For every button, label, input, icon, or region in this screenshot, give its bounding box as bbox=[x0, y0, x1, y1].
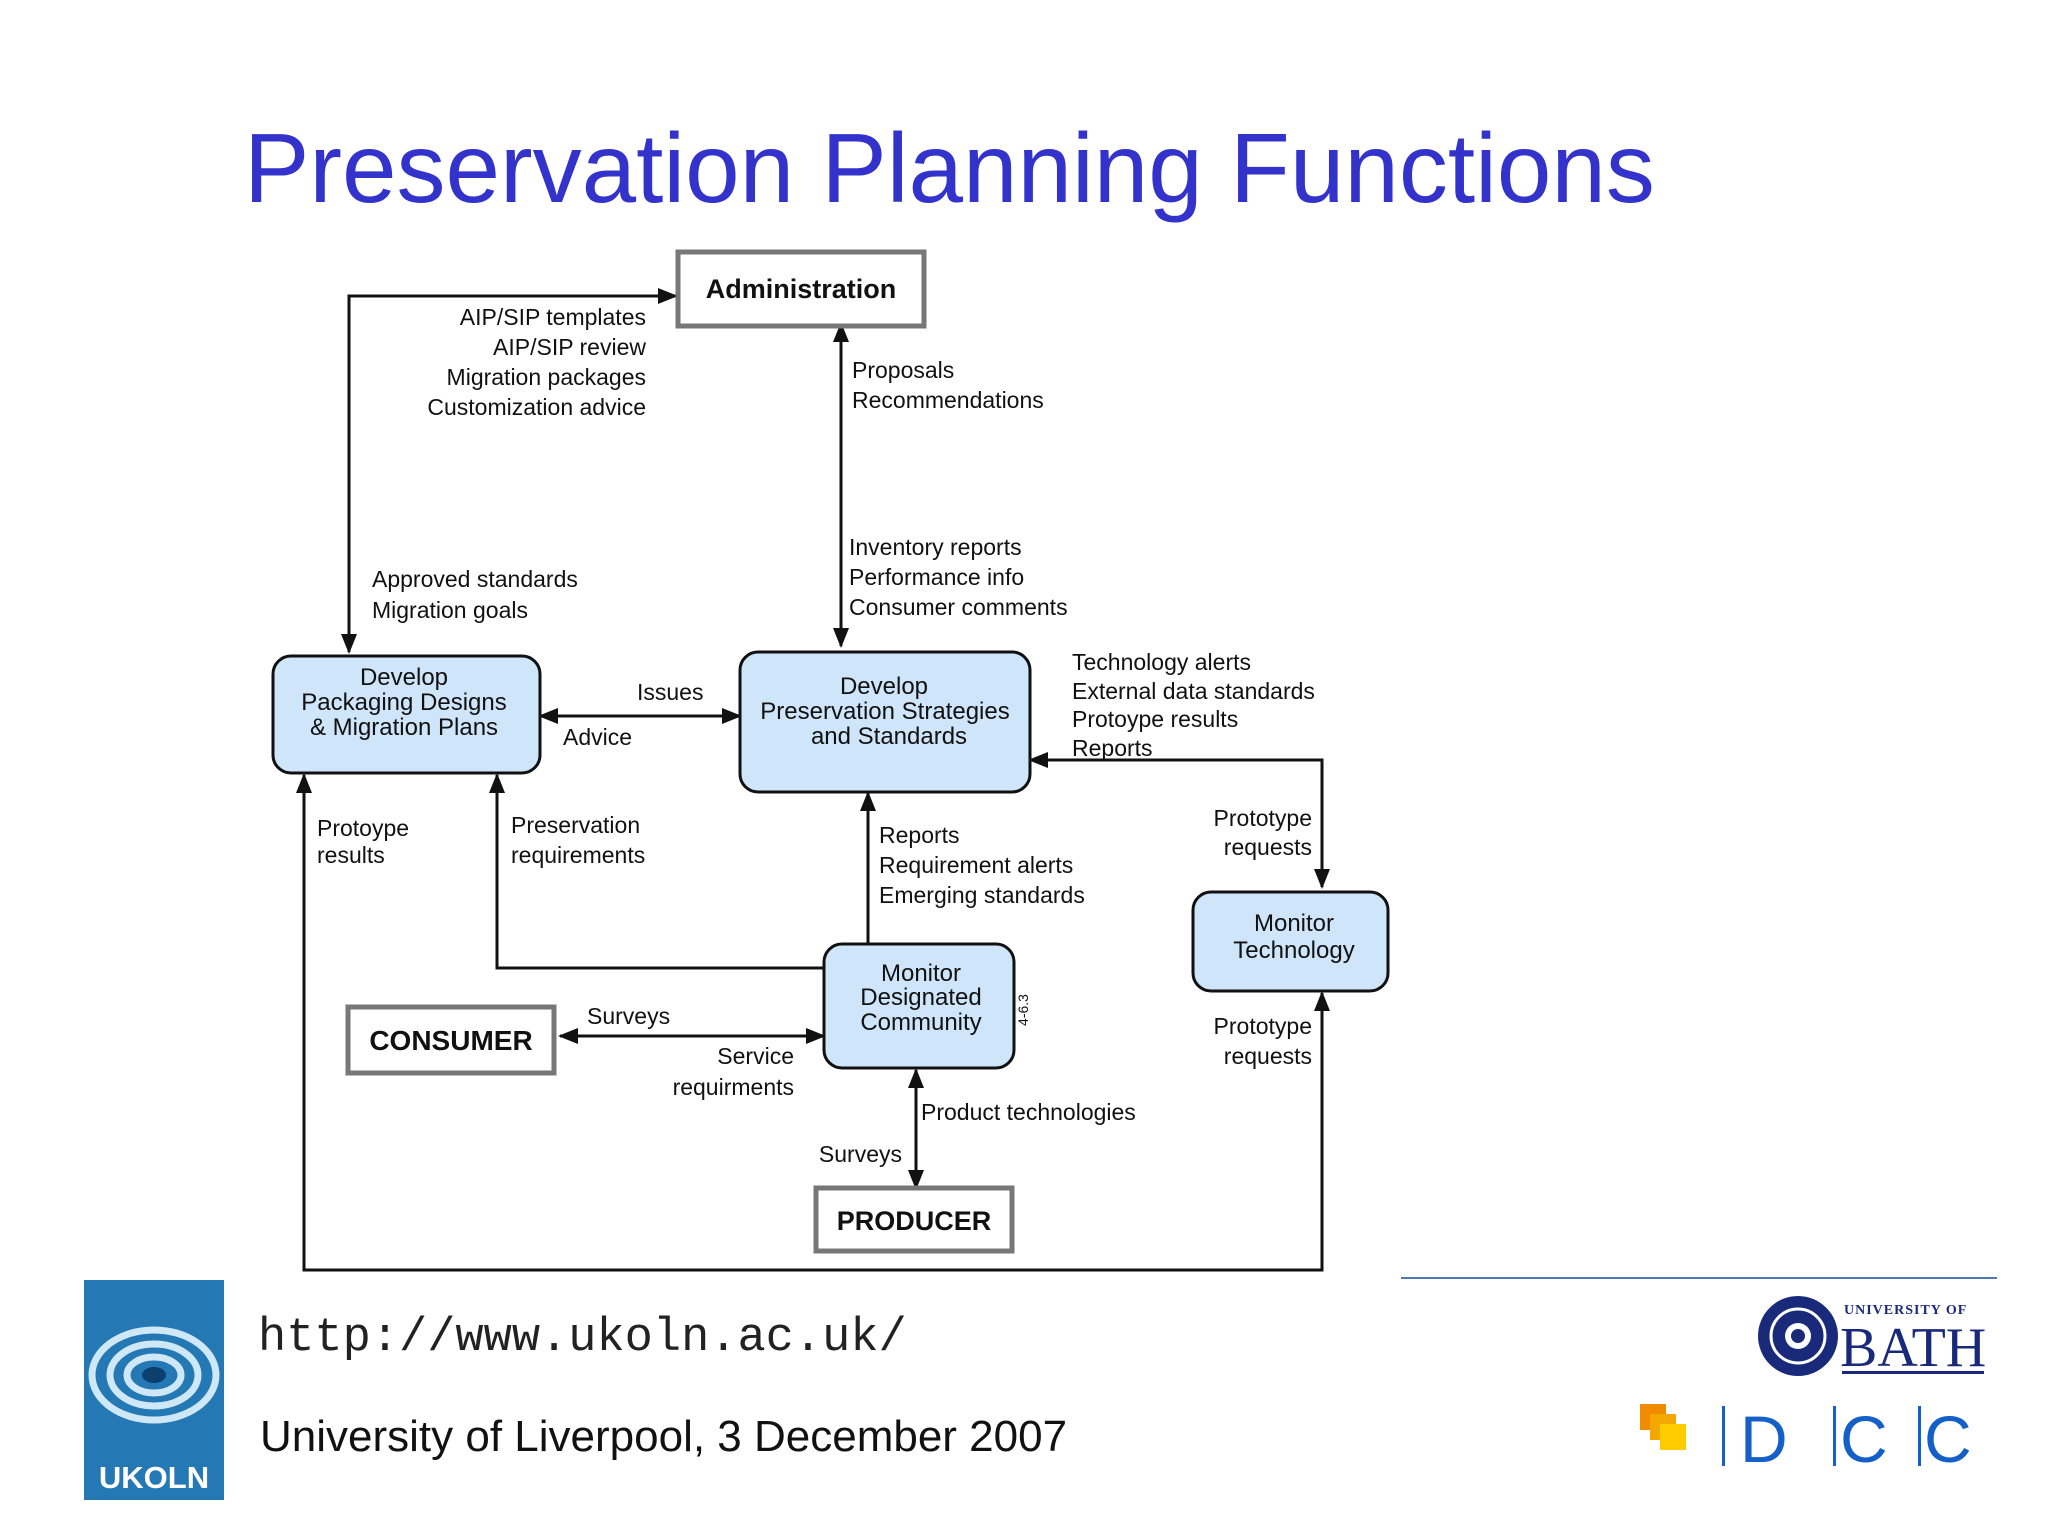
box-administration-label: Administration bbox=[706, 274, 897, 304]
label-preservation-req: Preservation requirements bbox=[511, 812, 645, 868]
label-reports: Reports Requirement alerts Emerging stan… bbox=[879, 822, 1085, 908]
label-customization-advice: Customization advice bbox=[427, 394, 646, 420]
footer-event: University of Liverpool, 3 December 2007 bbox=[260, 1412, 1068, 1461]
box-producer-label: PRODUCER bbox=[837, 1206, 992, 1236]
label-prototype-requests-bottom-line1: Prototype bbox=[1214, 1013, 1312, 1039]
label-surveys-consumer: Surveys bbox=[587, 1003, 670, 1029]
label-prototype-requests-top-line2: requests bbox=[1224, 834, 1312, 860]
label-tech-alerts: Technology alerts External data standard… bbox=[1072, 649, 1315, 761]
dcc-letter-c1: C bbox=[1840, 1402, 1888, 1474]
label-performance-info: Performance info bbox=[849, 564, 1024, 590]
label-prototype-requests-bottom-line2: requests bbox=[1224, 1043, 1312, 1069]
label-product-technologies: Product technologies bbox=[921, 1099, 1136, 1125]
label-surveys-producer: Surveys bbox=[819, 1141, 902, 1167]
box-strategies: Develop Preservation Strategies and Stan… bbox=[738, 650, 1032, 794]
label-requirement-alerts: Requirement alerts bbox=[879, 852, 1073, 878]
label-protoype-results-tech: Protoype results bbox=[1072, 706, 1238, 732]
box-packaging: Develop Packaging Designs & Migration Pl… bbox=[271, 654, 542, 775]
footer-url: http://www.ukoln.ac.uk/ bbox=[258, 1312, 907, 1365]
label-issues: Issues bbox=[637, 679, 703, 705]
label-inventory: Inventory reports Performance info Consu… bbox=[849, 534, 1068, 620]
box-packaging-line1: Develop bbox=[360, 664, 448, 691]
label-aip-sip-review: AIP/SIP review bbox=[493, 334, 646, 360]
label-approved-standards: Approved standards bbox=[372, 566, 578, 592]
label-prototype-requests-bottom: Prototype requests bbox=[1214, 1013, 1312, 1069]
box-consumer-label: CONSUMER bbox=[369, 1025, 532, 1056]
box-monitor-technology-line2: Technology bbox=[1233, 937, 1354, 964]
box-packaging-line3: & Migration Plans bbox=[310, 714, 498, 741]
label-advice: Advice bbox=[563, 724, 632, 750]
bath-logo-main: BATH bbox=[1840, 1317, 1986, 1379]
label-protoype-results-line1: Protoype bbox=[317, 815, 409, 841]
box-monitor-technology: Monitor Technology bbox=[1191, 890, 1390, 993]
box-monitor-community-line2: Designated bbox=[860, 984, 981, 1011]
label-external-data-standards: External data standards bbox=[1072, 678, 1315, 704]
label-technology-alerts: Technology alerts bbox=[1072, 649, 1251, 675]
dcc-letter-d: D bbox=[1740, 1402, 1788, 1474]
label-service-req-line2: requirments bbox=[673, 1074, 794, 1100]
connector-preservation-req bbox=[489, 773, 824, 970]
label-admin-in: Approved standards Migration goals bbox=[372, 566, 578, 623]
label-protoype-results: Protoype results bbox=[317, 815, 409, 868]
bath-logo-top: UNIVERSITY OF bbox=[1844, 1303, 1967, 1318]
label-migration-packages: Migration packages bbox=[447, 364, 646, 390]
box-strategies-line3: and Standards bbox=[811, 723, 967, 750]
label-protoype-results-line2: results bbox=[317, 842, 385, 868]
label-service-req-line1: Service bbox=[717, 1043, 794, 1069]
box-monitor-community-line3: Community bbox=[860, 1009, 981, 1036]
ukoln-logo: UKOLN bbox=[84, 1280, 224, 1500]
ukoln-logo-text: UKOLN bbox=[99, 1460, 209, 1495]
label-inventory-reports: Inventory reports bbox=[849, 534, 1022, 560]
box-consumer: CONSUMER bbox=[345, 1004, 557, 1076]
dcc-logo: D C C bbox=[1640, 1402, 1972, 1474]
box-administration: Administration bbox=[675, 249, 927, 329]
label-reports-tech: Reports bbox=[1072, 735, 1153, 761]
dcc-letter-c2: C bbox=[1924, 1402, 1972, 1474]
box-monitor-community-line1: Monitor bbox=[881, 960, 961, 987]
label-service-req: Service requirments bbox=[673, 1043, 794, 1100]
label-emerging-standards: Emerging standards bbox=[879, 882, 1085, 908]
label-reports-line1: Reports bbox=[879, 822, 960, 848]
label-recommendations: Recommendations bbox=[852, 387, 1044, 413]
box-packaging-line2: Packaging Designs bbox=[301, 689, 506, 716]
label-proposals-line1: Proposals bbox=[852, 357, 954, 383]
box-strategies-line2: Preservation Strategies bbox=[760, 698, 1009, 725]
label-prototype-requests-top: Prototype requests bbox=[1214, 805, 1312, 860]
box-monitor-community: Monitor Designated Community 4-6.3 bbox=[822, 942, 1031, 1070]
box-ref-code: 4-6.3 bbox=[1015, 994, 1031, 1026]
label-prototype-requests-top-line1: Prototype bbox=[1214, 805, 1312, 831]
label-admin-out: AIP/SIP templates AIP/SIP review Migrati… bbox=[427, 304, 646, 420]
label-preservation-req-line1: Preservation bbox=[511, 812, 640, 838]
label-migration-goals: Migration goals bbox=[372, 597, 528, 623]
bath-logo: UNIVERSITY OF BATH bbox=[1758, 1296, 1986, 1379]
label-proposals: Proposals Recommendations bbox=[852, 357, 1044, 413]
box-strategies-line1: Develop bbox=[840, 673, 928, 700]
box-monitor-technology-line1: Monitor bbox=[1254, 910, 1334, 937]
box-producer: PRODUCER bbox=[813, 1185, 1015, 1254]
slide-title: Preservation Planning Functions bbox=[244, 113, 1655, 223]
footer-divider bbox=[1401, 1277, 1997, 1279]
label-consumer-comments: Consumer comments bbox=[849, 594, 1068, 620]
connectors bbox=[296, 288, 1330, 1272]
label-aip-sip-templates: AIP/SIP templates bbox=[460, 304, 646, 330]
label-preservation-req-line2: requirements bbox=[511, 842, 645, 868]
